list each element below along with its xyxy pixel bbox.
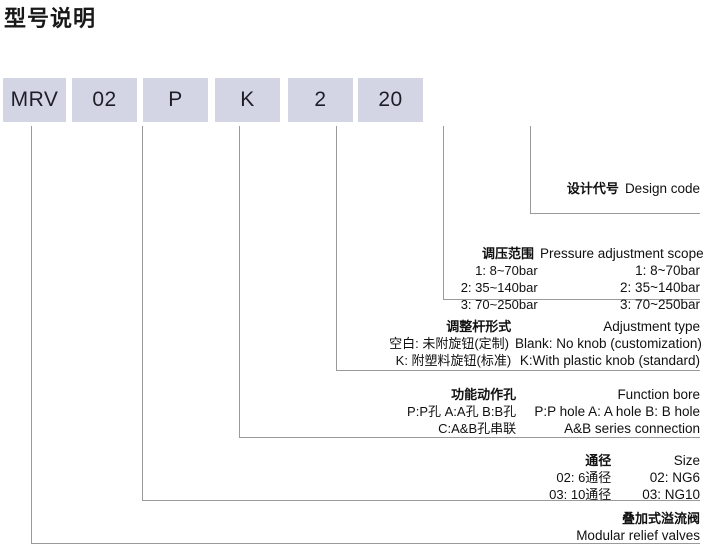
legend-design-code-en: Design code [624,181,700,196]
code-box-bore: P [143,78,208,122]
legend-function-title-en: Function bore [617,387,700,402]
legend-design-code-cn: 设计代号 [566,181,619,196]
leader-line-adjustment-h [336,370,700,371]
legend-design-code: 设计代号 Design code [567,180,700,197]
legend-adjustment-title-en: Adjustment type [603,319,700,334]
code-box-knob: K [215,78,280,122]
leader-line-product-h [31,543,700,544]
code-box-size: 02 [72,78,137,122]
leader-line-size-h [142,500,700,501]
legend-size-r1-en: 02: NG6 [649,470,700,485]
legend-function-title-cn: 功能动作孔 [451,387,517,402]
legend-pressure-r1-cn: 1: 8~70bar [475,263,538,278]
leader-line-function-bore-h [239,437,700,438]
legend-size-r2-en: 03: NG10 [642,487,700,502]
legend-adjustment-r2-cn: K: 附塑料旋钮(标准) [395,353,512,368]
code-box-design: 20 [358,78,423,122]
legend-adjustment-title-cn: 调整杆形式 [446,319,512,334]
legend-pressure-r2-en: 2: 35~140bar [620,280,700,295]
legend-product-name: 叠加式溢流阀 Modular relief valves [576,510,700,544]
legend-pressure-title-en: Pressure adjustment scope [540,246,704,261]
leader-line-adjustment-v [336,126,337,371]
legend-size-title-cn: 通径 [585,453,612,468]
legend-pressure-scope: 调压范围 Pressure adjustment scope 1: 8~70ba… [440,245,704,313]
legend-product-en: Modular relief valves [576,528,700,543]
legend-size-r2-cn: 03: 10通径 [549,487,612,502]
legend-function-r1-cn: P:P孔 A:A孔 B:B孔 [407,404,517,419]
legend-function-r2-cn: C:A&B孔串联 [438,421,517,436]
legend-function-r1-en: P:P hole A: A hole B: B hole [534,404,700,419]
leader-line-pressure-v [443,126,444,300]
legend-product-cn: 叠加式溢流阀 [621,511,700,526]
legend-function-r2-en: A&B series connection [564,421,700,436]
legend-pressure-r1-en: 1: 8~70bar [635,263,700,278]
legend-adjustment-r1-cn: 空白: 未附旋钮(定制) [389,336,509,351]
legend-pressure-r3-cn: 3: 70~250bar [460,297,538,312]
code-box-pressure: 2 [288,78,353,122]
leader-line-design-code-h [530,213,700,214]
page-title: 型号说明 [4,6,97,31]
legend-function-bore: 功能动作孔 Function bore P:P孔 A:A孔 B:B孔 P:P h… [195,386,700,437]
leader-line-function-bore-v [239,126,240,438]
legend-size-r1-cn: 02: 6通径 [556,470,612,485]
legend-adjustment-r2-en: K:With plastic knob (standard) [519,353,700,368]
leader-line-pressure-h [443,299,700,300]
leader-line-size-v [142,126,143,501]
legend-pressure-r2-cn: 2: 35~140bar [460,280,538,295]
code-box-series: MRV [3,78,66,122]
leader-line-product-v [31,126,32,544]
legend-adjustment-type: 调整杆形式 Adjustment type 空白: 未附旋钮(定制) Blank… [200,318,702,369]
legend-pressure-r3-en: 3: 70~250bar [620,297,700,312]
legend-adjustment-r1-en: Blank: No knob (customization) [515,336,702,351]
legend-size: 通径 Size 02: 6通径 02: NG6 03: 10通径 03: NG1… [480,452,700,503]
legend-size-title-en: Size [673,453,700,468]
legend-pressure-title-cn: 调压范围 [481,246,534,261]
leader-line-design-code-v [530,126,531,214]
